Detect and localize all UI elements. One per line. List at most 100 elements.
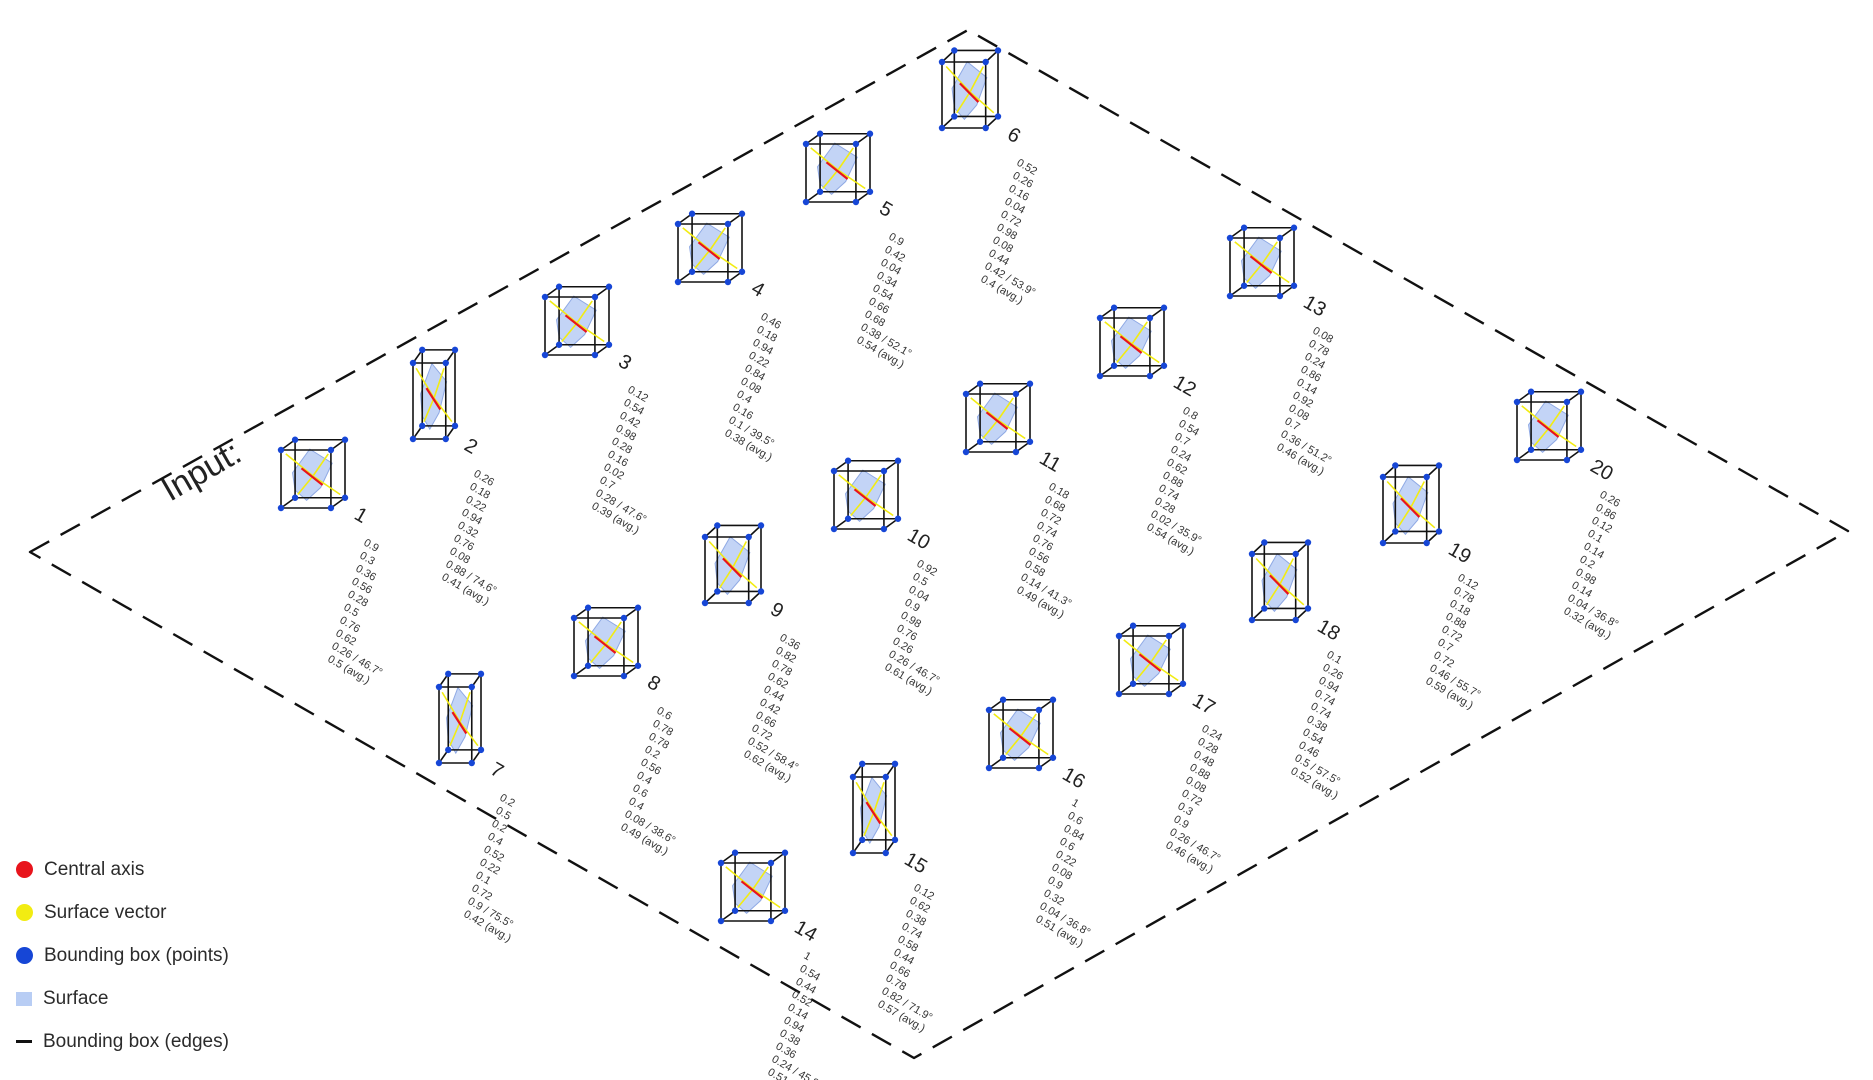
surface-vector — [982, 419, 999, 440]
bbox-point — [1115, 632, 1123, 640]
legend-item-bbox-edges: Bounding box (edges) — [16, 1020, 229, 1063]
bbox-point — [951, 47, 958, 54]
bbox-point — [866, 130, 874, 137]
bbox-point — [1160, 362, 1168, 369]
item-id: 17 — [1189, 689, 1219, 719]
bbox-point — [745, 599, 752, 607]
bbox-point — [1513, 456, 1521, 464]
central-axis — [1536, 419, 1560, 438]
central-axis — [1400, 497, 1421, 518]
bbox-point — [1110, 304, 1118, 311]
bbox-point — [1527, 388, 1535, 395]
bbox-point — [880, 467, 888, 475]
surface-vector — [863, 811, 875, 837]
bbox-point — [994, 47, 1002, 54]
item-label-1: 10.90.30.360.560.280.50.760.620.26 / 46.… — [326, 503, 385, 687]
bbox-point — [1096, 372, 1104, 380]
bbox-point — [938, 124, 946, 132]
surface-vector — [837, 147, 854, 171]
bbox-point — [738, 210, 746, 217]
bbox-point — [1240, 224, 1248, 231]
surface-vector — [969, 66, 985, 93]
bbox-point — [852, 140, 860, 148]
item-id: 4 — [748, 277, 769, 302]
bbox-point — [938, 58, 946, 66]
central-axis — [1119, 335, 1143, 354]
surface-vector — [549, 300, 578, 324]
bbox-point — [849, 773, 857, 781]
bbox-point — [982, 124, 989, 132]
item-label-19: 190.120.780.180.880.720.70.720.46 / 55.7… — [1424, 538, 1483, 712]
item-label-12: 120.80.540.70.240.620.880.740.280.02 / 3… — [1145, 371, 1204, 558]
surface-vector — [837, 169, 866, 190]
surface-vector — [433, 367, 445, 399]
bbox-point — [1160, 304, 1168, 311]
bbox-point — [1240, 282, 1248, 289]
surface-vector — [838, 474, 867, 498]
bbox-point — [816, 130, 824, 137]
surface-vector — [850, 496, 867, 517]
bbox-point — [1226, 234, 1234, 242]
bbox-point — [757, 522, 765, 529]
bbox-point — [1392, 462, 1399, 469]
surface-vector — [752, 866, 769, 890]
surface-vector — [1521, 405, 1550, 429]
bbox-point — [341, 436, 349, 443]
bbox-point — [999, 754, 1007, 761]
bbox-point — [477, 670, 485, 678]
bbox-point — [1513, 398, 1521, 406]
bbox-point — [1129, 680, 1137, 687]
bbox-point — [634, 604, 642, 611]
bbox-point — [994, 113, 1002, 120]
central-axis — [1008, 727, 1032, 746]
surface-vector — [732, 566, 758, 589]
bbox-point — [976, 380, 984, 387]
surface-vector — [1234, 241, 1263, 265]
surface-vector — [1261, 263, 1290, 284]
item-11: 110.180.680.720.740.760.560.580.14 / 41.… — [962, 380, 1074, 621]
item-id: 18 — [1314, 615, 1344, 645]
central-axis — [865, 801, 882, 825]
bbox-point — [1577, 388, 1585, 395]
item-label-11: 110.180.680.720.740.760.560.580.14 / 41.… — [1015, 447, 1074, 621]
bbox-point — [849, 849, 857, 857]
surface-vector — [1020, 713, 1037, 737]
item-17: 170.240.280.480.880.080.720.30.90.26 / 4… — [1115, 622, 1224, 876]
bbox-point — [1035, 764, 1043, 772]
central-axis — [1249, 255, 1273, 274]
surface-vector — [1131, 321, 1148, 345]
item-5: 50.90.420.040.340.540.660.680.38 / 52.1°… — [802, 130, 913, 371]
input-boundary — [28, 28, 1850, 1060]
bbox-point — [409, 435, 417, 443]
surface-vector — [997, 397, 1014, 421]
surface-vector — [1131, 343, 1160, 364]
legend-item-bbox-points: Bounding box (points) — [16, 934, 229, 977]
bbox-point — [1146, 314, 1154, 322]
bbox-point — [1115, 690, 1123, 698]
item-1: 10.90.30.360.560.280.50.760.620.26 / 46.… — [277, 436, 385, 687]
central-axis — [300, 467, 324, 486]
bbox-point — [1290, 282, 1298, 289]
legend-item-central-axis: Central axis — [16, 848, 229, 891]
bbox-point — [1179, 680, 1187, 687]
surface-vector — [441, 691, 461, 723]
item-4: 40.460.180.940.220.840.080.40.160.1 / 39… — [674, 210, 783, 464]
item-id: 9 — [767, 598, 788, 623]
bbox-point — [1392, 528, 1399, 535]
bbox-point — [731, 907, 739, 914]
bbox-point — [1379, 539, 1387, 547]
legend-dot-icon — [16, 861, 33, 878]
item-label-2: 20.260.180.220.940.320.760.080.88 / 74.6… — [440, 434, 499, 608]
bbox-point — [802, 198, 810, 206]
central-axis — [564, 314, 588, 333]
item-id: 2 — [461, 434, 482, 459]
bbox-point — [781, 849, 789, 856]
input-region-outline — [28, 28, 1850, 1060]
surface-vector — [1005, 735, 1022, 756]
bbox-point — [1049, 696, 1057, 703]
bbox-point — [701, 533, 709, 541]
bbox-point — [962, 390, 970, 398]
bbox-point — [1049, 754, 1057, 761]
surface-vector — [1410, 506, 1436, 529]
bbox-point — [291, 436, 299, 443]
